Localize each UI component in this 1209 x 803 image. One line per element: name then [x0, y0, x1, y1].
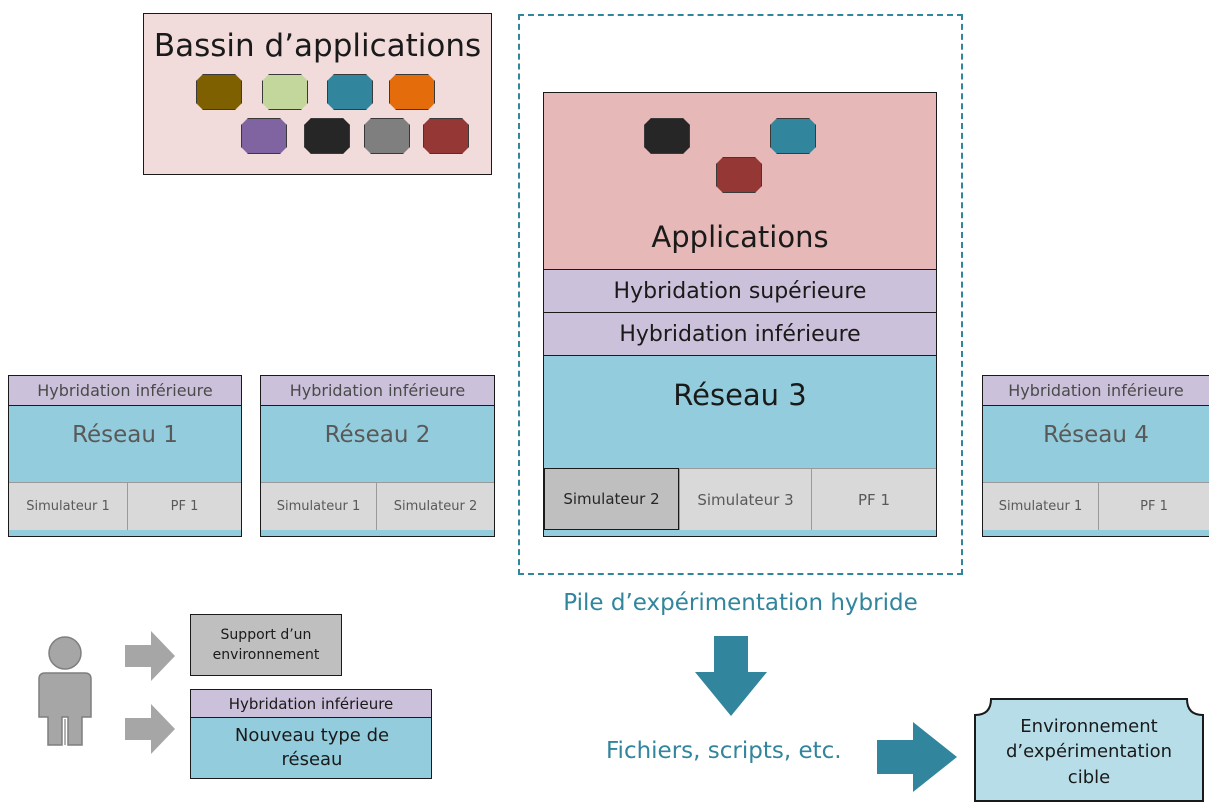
application-pool: Bassin d’applications	[143, 13, 492, 175]
stack-caption: Pile d’expérimentation hybride	[563, 590, 918, 616]
network-2-hybridation: Hybridation inférieure	[261, 376, 494, 406]
network-2-cell: Simulateur 1	[261, 482, 376, 530]
app-block[interactable]	[389, 74, 435, 110]
network-4-cell: Simulateur 1	[983, 482, 1098, 530]
target-environment-shape	[974, 698, 1204, 802]
network-2-label: Réseau 2	[324, 422, 431, 448]
network-2-cell: Simulateur 2	[376, 482, 494, 530]
environment-support-box: Support d’un environnement	[190, 614, 342, 676]
network-4: Hybridation inférieure Réseau 4 Simulate…	[982, 375, 1209, 537]
app-block[interactable]	[262, 74, 308, 110]
new-network-label: Nouveau type de réseau	[234, 724, 390, 770]
user-icon	[38, 636, 92, 746]
applications-label: Applications	[651, 220, 829, 254]
stack-cell-simulator-2: Simulateur 2	[544, 468, 679, 530]
network-4-label: Réseau 4	[1043, 422, 1149, 448]
hybrid-stack: Applications Hybridation supérieure Hybr…	[543, 92, 937, 537]
network-2: Hybridation inférieure Réseau 2 Simulate…	[260, 375, 495, 537]
files-scripts-label: Fichiers, scripts, etc.	[606, 738, 842, 764]
network-1-hybridation: Hybridation inférieure	[9, 376, 241, 406]
applications-layer: Applications	[544, 93, 936, 270]
arrow-right-icon	[125, 704, 175, 754]
network-4-cells: Simulateur 1 PF 1	[983, 482, 1209, 530]
stack-cell-pf-1: PF 1	[811, 468, 936, 530]
app-block[interactable]	[644, 118, 690, 154]
new-network-box: Hybridation inférieure Nouveau type de r…	[190, 689, 432, 779]
app-block[interactable]	[770, 118, 816, 154]
network-1-cell: Simulateur 1	[9, 482, 127, 530]
upper-hybridation-layer: Hybridation supérieure	[544, 270, 936, 313]
app-block[interactable]	[196, 74, 242, 110]
network-1-cell: PF 1	[127, 482, 241, 530]
network-3-label: Réseau 3	[673, 378, 807, 412]
app-block[interactable]	[304, 118, 350, 154]
hybrid-stack-frame	[518, 14, 963, 575]
network-4-hybridation: Hybridation inférieure	[983, 376, 1209, 406]
lower-hybridation-layer: Hybridation inférieure	[544, 313, 936, 356]
arrow-down-icon	[695, 636, 767, 716]
app-block[interactable]	[716, 157, 762, 193]
network-1: Hybridation inférieure Réseau 1 Simulate…	[8, 375, 242, 537]
app-block[interactable]	[364, 118, 410, 154]
network-1-label: Réseau 1	[72, 422, 178, 448]
app-block[interactable]	[241, 118, 287, 154]
network-1-cells: Simulateur 1 PF 1	[9, 482, 241, 530]
network-2-cells: Simulateur 1 Simulateur 2	[261, 482, 494, 530]
pool-title: Bassin d’applications	[153, 28, 482, 64]
stack-cells: Simulateur 2 Simulateur 3 PF 1	[544, 468, 936, 530]
target-environment-label: Environnement d’expérimentation cible	[1005, 716, 1173, 788]
arrow-right-icon	[877, 722, 957, 792]
app-block[interactable]	[423, 118, 469, 154]
arrow-right-icon	[125, 631, 175, 681]
stack-cell-simulator-3: Simulateur 3	[679, 468, 811, 530]
new-network-hybridation: Hybridation inférieure	[191, 690, 431, 718]
app-block[interactable]	[327, 74, 373, 110]
network-4-cell: PF 1	[1098, 482, 1209, 530]
